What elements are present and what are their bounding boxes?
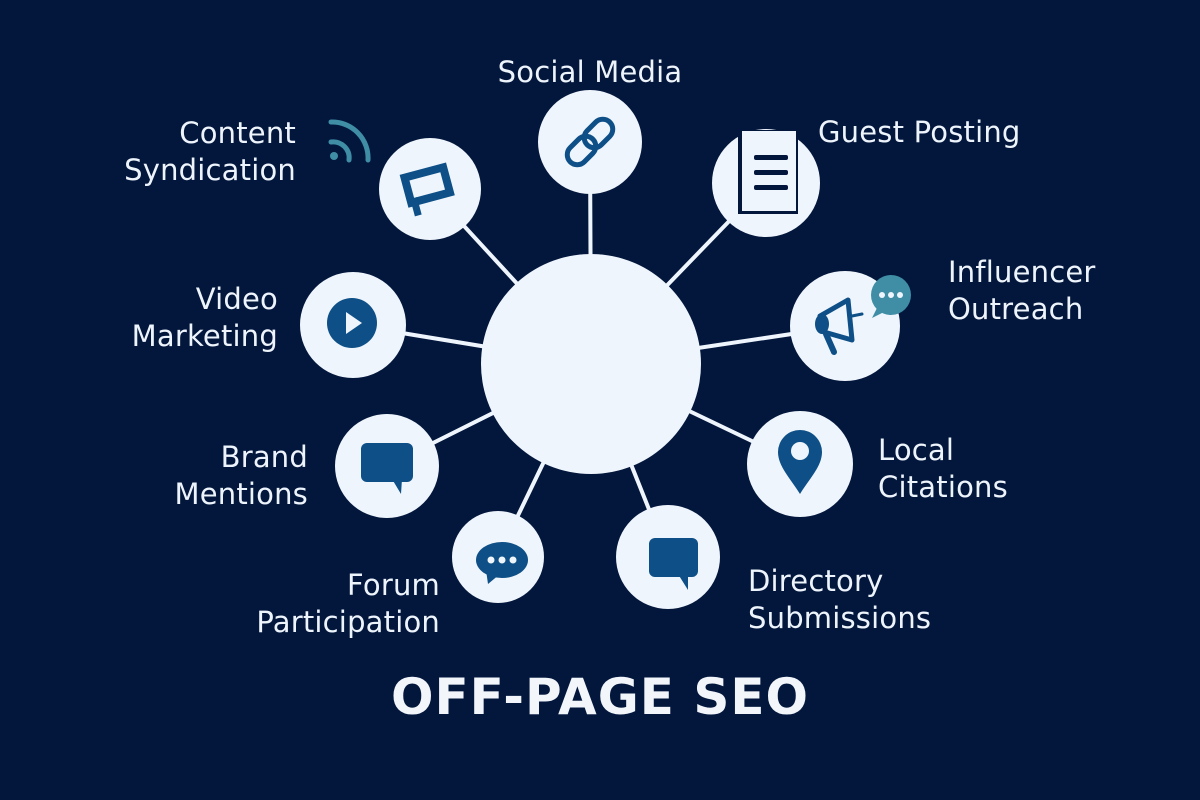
- label-directory-submissions: Directory Submissions: [748, 564, 932, 635]
- node-guest-posting: [712, 129, 820, 237]
- comment-icon: [361, 443, 413, 494]
- label-forum-participation: Forum Participation: [256, 568, 440, 639]
- node-video-marketing: [300, 272, 406, 378]
- label-influencer-outreach: Influencer Outreach: [948, 255, 1096, 326]
- label-guest-posting: Guest Posting: [818, 115, 1021, 149]
- label-local-citations: Local Citations: [878, 433, 1008, 504]
- play-icon: [327, 298, 377, 348]
- node-content-syndication: [379, 138, 481, 240]
- hub-circle: [481, 254, 701, 474]
- node-social-media: [538, 90, 642, 194]
- link-icon: [564, 116, 616, 168]
- diagram-title: OFF-PAGE SEO: [390, 668, 810, 726]
- megaphone-icon: [815, 297, 864, 355]
- label-social-media: Social Media: [497, 55, 683, 89]
- node-directory-submissions: [616, 505, 720, 609]
- chat-dots-icon: [476, 542, 528, 584]
- speech-bubble-icon: [649, 538, 698, 590]
- document-icon: [738, 130, 798, 214]
- label-video-marketing: Video Marketing: [131, 282, 278, 353]
- map-pin-icon: [778, 430, 822, 494]
- flag-icon: [399, 162, 455, 217]
- label-brand-mentions: Brand Mentions: [174, 440, 308, 511]
- node-local-citations: [747, 411, 853, 517]
- node-brand-mentions: [335, 414, 439, 518]
- node-influencer-outreach: [790, 271, 911, 381]
- chat-dots-badge-icon: [871, 275, 911, 318]
- label-content-syndication: Content Syndication: [124, 116, 296, 187]
- node-forum-participation: [452, 511, 544, 603]
- rss-feed-icon: [328, 119, 371, 163]
